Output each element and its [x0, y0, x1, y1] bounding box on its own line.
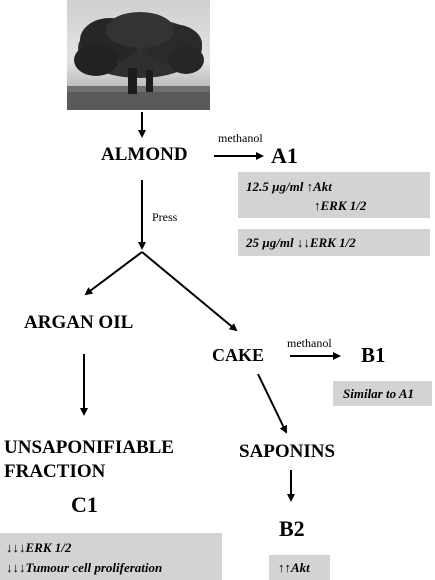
result-c1-line1: ↓↓↓ERK 1/2 [6, 540, 72, 555]
result-box-a1-low-dose: 12.5 µg/ml ↑Akt ↑ERK 1/2 [238, 172, 430, 218]
node-almond: ALMOND [101, 144, 188, 165]
node-cake: CAKE [212, 345, 265, 365]
label-methanol-b1: methanol [287, 336, 332, 350]
result-b2: ↑↑Akt [278, 560, 310, 575]
node-saponins: SAPONINS [239, 441, 336, 462]
node-unsaponifiable-line2: FRACTION [4, 461, 106, 482]
result-b1: Similar to A1 [343, 386, 415, 401]
arrow-to-cake [141, 251, 238, 332]
result-a1-low-dose-line2: ↑ERK 1/2 [314, 198, 367, 213]
node-b1: B1 [361, 343, 386, 367]
result-box-a1-high-dose: 25 µg/ml ↓↓ERK 1/2 [238, 229, 430, 256]
result-c1-line2: ↓↓↓Tumour cell proliferation [6, 560, 163, 575]
label-methanol-a1: methanol [218, 131, 263, 145]
arrow-to-saponins [257, 373, 287, 434]
result-a1-high-dose: 25 µg/ml ↓↓ERK 1/2 [246, 235, 356, 250]
result-box-c1: ↓↓↓ERK 1/2 ↓↓↓Tumour cell proliferation [0, 533, 222, 580]
node-c1: C1 [71, 492, 98, 517]
node-argan-oil: ARGAN OIL [24, 312, 134, 333]
result-a1-low-dose-line1: 12.5 µg/ml ↑Akt [246, 179, 332, 194]
result-box-b1: Similar to A1 [333, 381, 432, 406]
node-unsaponifiable-line1: UNSAPONIFIABLE [4, 437, 174, 458]
result-box-b2: ↑↑Akt [269, 555, 330, 580]
argan-tree-photo [67, 0, 210, 110]
label-press: Press [152, 210, 178, 224]
node-a1: A1 [271, 143, 298, 168]
arrow-to-argan-oil [84, 251, 143, 296]
node-b2: B2 [279, 516, 305, 541]
